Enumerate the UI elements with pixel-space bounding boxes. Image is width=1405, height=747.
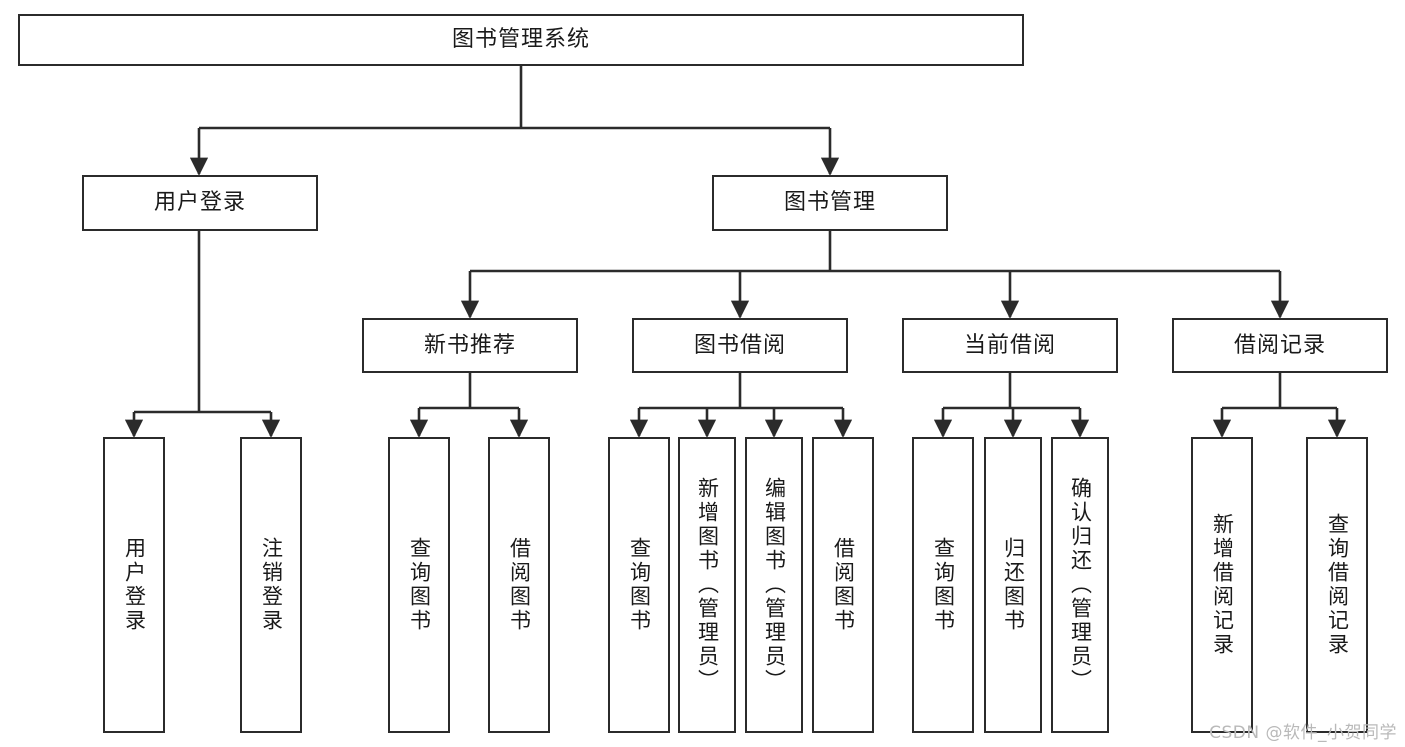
- node-label: 新增借阅记录: [1210, 513, 1235, 657]
- node-label: 借阅图书: [507, 537, 532, 633]
- node-label: 当前借阅: [963, 332, 1056, 358]
- node-leaf-edit-book-admin[interactable]: 编辑图书（管理员）: [745, 437, 803, 733]
- watermark-text: CSDN @软件_小贺同学: [1209, 723, 1397, 743]
- node-label: 用户登录: [153, 190, 246, 216]
- node-label: 新书推荐: [423, 332, 516, 358]
- node-label: 新增图书（管理员）: [695, 477, 720, 693]
- node-leaf-borrow-book-borrow[interactable]: 借阅图书: [812, 437, 874, 733]
- node-leaf-query-borrow-record[interactable]: 查询借阅记录: [1306, 437, 1368, 733]
- node-new-book-rec[interactable]: 新书推荐: [362, 318, 578, 373]
- node-book-borrow[interactable]: 图书借阅: [632, 318, 848, 373]
- node-leaf-query-book-current[interactable]: 查询图书: [912, 437, 974, 733]
- node-book-manage[interactable]: 图书管理: [712, 175, 948, 231]
- node-label: 图书管理系统: [451, 27, 590, 53]
- node-borrow-record[interactable]: 借阅记录: [1172, 318, 1388, 373]
- node-label: 归还图书: [1001, 537, 1026, 633]
- node-leaf-query-book-borrow[interactable]: 查询图书: [608, 437, 670, 733]
- node-label: 借阅图书: [831, 537, 856, 633]
- node-leaf-borrow-book-rec[interactable]: 借阅图书: [488, 437, 550, 733]
- node-leaf-add-book-admin[interactable]: 新增图书（管理员）: [678, 437, 736, 733]
- node-label: 借阅记录: [1233, 332, 1326, 358]
- node-label: 注销登录: [259, 537, 284, 633]
- node-label: 查询图书: [931, 537, 956, 633]
- node-label: 查询借阅记录: [1325, 513, 1350, 657]
- node-label: 编辑图书（管理员）: [762, 477, 787, 693]
- node-leaf-confirm-return-admin[interactable]: 确认归还（管理员）: [1051, 437, 1109, 733]
- node-user-login[interactable]: 用户登录: [82, 175, 318, 231]
- node-leaf-query-book-rec[interactable]: 查询图书: [388, 437, 450, 733]
- node-leaf-add-borrow-record[interactable]: 新增借阅记录: [1191, 437, 1253, 733]
- node-root[interactable]: 图书管理系统: [18, 14, 1024, 66]
- node-label: 查询图书: [627, 537, 652, 633]
- node-label: 用户登录: [122, 537, 147, 633]
- node-label: 图书管理: [783, 190, 876, 216]
- node-label: 确认归还（管理员）: [1068, 477, 1093, 693]
- node-leaf-logout-login[interactable]: 注销登录: [240, 437, 302, 733]
- node-label: 图书借阅: [693, 332, 786, 358]
- node-leaf-user-login[interactable]: 用户登录: [103, 437, 165, 733]
- node-label: 查询图书: [407, 537, 432, 633]
- node-current-borrow[interactable]: 当前借阅: [902, 318, 1118, 373]
- node-leaf-return-book[interactable]: 归还图书: [984, 437, 1042, 733]
